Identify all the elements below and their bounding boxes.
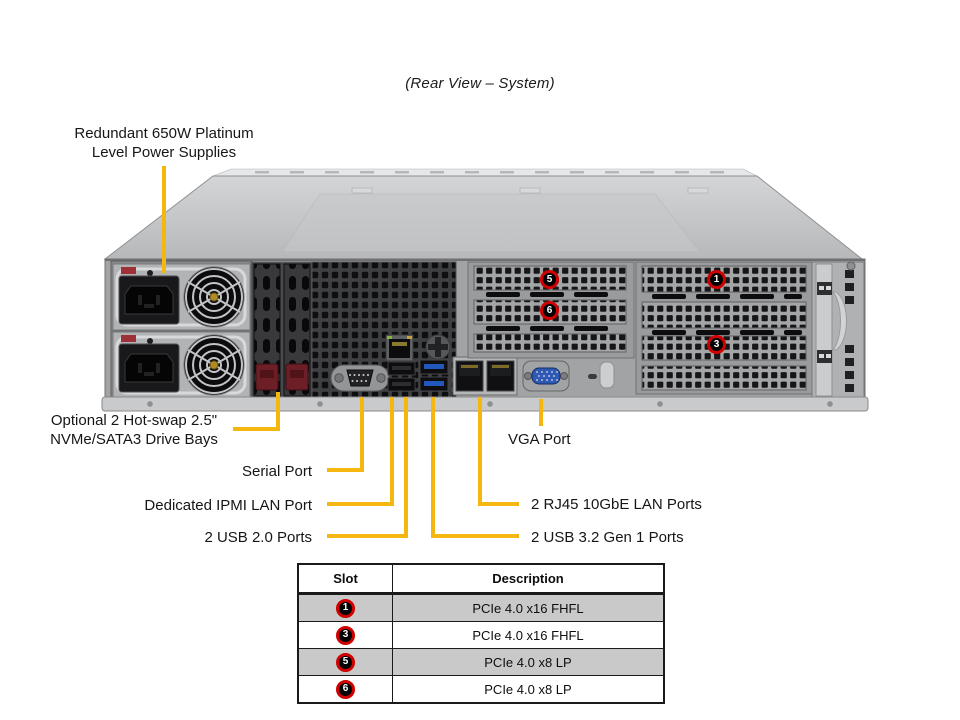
power-supply-bay — [110, 260, 253, 399]
table-header-row: Slot Description — [297, 563, 665, 595]
drive-bays — [250, 261, 313, 399]
slot-description-table: Slot Description 1 PCIe 4.0 x16 FHFL 3 P… — [297, 563, 665, 704]
ipmi-lan-port — [385, 334, 414, 362]
slot-3-marker: 3 — [707, 335, 726, 354]
round-vent — [425, 334, 451, 360]
slot-1-marker: 1 — [707, 270, 726, 289]
ipmi-lan-label: Dedicated IPMI LAN Port — [144, 497, 312, 514]
slot-5-marker: 5 — [540, 270, 559, 289]
usb3-callout-line — [431, 397, 519, 538]
right-rail — [811, 261, 865, 399]
panel-hole — [588, 374, 597, 379]
serial-port-label: Serial Port — [241, 463, 312, 480]
slot-3-description: PCIe 4.0 x16 FHFL — [392, 621, 665, 649]
rj45-callout-line — [478, 397, 519, 506]
power-supply-1 — [112, 263, 251, 331]
slot-6-description: PCIe 4.0 x8 LP — [392, 675, 665, 704]
usb2-label: 2 USB 2.0 Ports — [204, 529, 312, 546]
table-row: 5 PCIe 4.0 x8 LP — [297, 648, 665, 676]
slot-5-description: PCIe 4.0 x8 LP — [392, 648, 665, 676]
rj45-lan-label: 2 RJ45 10GbE LAN Ports — [531, 496, 702, 513]
chassis-top-cover — [103, 168, 864, 260]
io-panel — [311, 261, 457, 399]
psu-fan-grille-2 — [183, 334, 245, 396]
chassis-base — [101, 396, 869, 412]
slot-3-badge: 3 — [336, 625, 355, 645]
drive-bays-label-line1: Optional 2 Hot-swap 2.5" — [50, 412, 218, 429]
psu-fan-grille-1 — [183, 266, 245, 328]
serial-port — [330, 364, 390, 392]
riser-latch-handle — [599, 361, 615, 389]
usb3-label: 2 USB 3.2 Gen 1 Ports — [531, 529, 684, 546]
lan-vga-area — [452, 356, 615, 396]
usb2-ports — [387, 361, 416, 392]
table-header-slot: Slot — [297, 563, 393, 595]
table-header-description: Description — [392, 563, 665, 595]
slot-1-badge: 1 — [336, 598, 355, 618]
usb3-ports — [419, 359, 449, 392]
table-row: 3 PCIe 4.0 x16 FHFL — [297, 621, 665, 649]
drive-bays-label-line2: NVMe/SATA3 Drive Bays — [50, 431, 218, 448]
usb2-callout-line — [327, 397, 408, 538]
table-row: 6 PCIe 4.0 x8 LP — [297, 675, 665, 704]
power-supply-2 — [112, 331, 251, 399]
diagram-title: (Rear View – System) — [405, 75, 555, 92]
drive-bays-label: Optional 2 Hot-swap 2.5" NVMe/SATA3 Driv… — [36, 411, 232, 449]
slot-1-description: PCIe 4.0 x16 FHFL — [392, 593, 665, 622]
drive-bays-callout-line — [233, 392, 280, 431]
table-row: 1 PCIe 4.0 x16 FHFL — [297, 593, 665, 622]
vga-port — [522, 360, 570, 392]
psu-label-line1: Redundant 650W Platinum — [74, 125, 254, 142]
slot-6-marker: 6 — [540, 301, 559, 320]
slot-6-badge: 6 — [336, 679, 355, 699]
rj45-lan-ports — [452, 356, 518, 396]
callout-lines — [162, 166, 543, 538]
psu-label: Redundant 650W Platinum Level Power Supp… — [58, 124, 270, 162]
serial-callout-line — [327, 397, 364, 472]
vga-port-label: VGA Port — [508, 431, 571, 448]
psu-label-line2: Level Power Supplies — [91, 144, 237, 161]
ipmi-callout-line — [327, 397, 394, 506]
slot-5-badge: 5 — [336, 652, 355, 672]
